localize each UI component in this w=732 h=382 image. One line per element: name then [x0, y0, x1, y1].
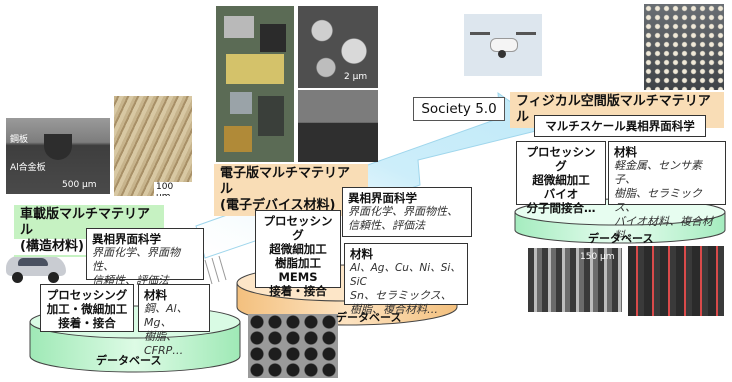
society-label: Society 5.0 — [413, 97, 505, 121]
scale-bar-label: 100 μm — [154, 182, 192, 196]
car-image — [4, 244, 68, 288]
al-alloy-label: Al合金板 — [10, 163, 46, 173]
drone-image — [464, 14, 542, 76]
database-cylinder-physical — [514, 198, 726, 244]
automotive-materials-box: 材料 鋼、Al、Mg、 樹脂、CFRP… — [138, 284, 210, 357]
physical-subtitle: マルチスケール異相界面科学 — [545, 119, 695, 133]
sem-micrograph-bottom — [298, 90, 378, 162]
electronic-materials-box: 材料 Al、Ag、Cu、Ni、Si、SiC Sn、セラミックス、 樹脂、複合材料… — [344, 243, 468, 316]
automotive-database-label: データベース — [96, 354, 162, 367]
materials-heading: 材料 — [144, 288, 167, 302]
electronic-processing-box: プロセッシング 超微細加工 樹脂加工 MEMS 接着・接合 — [255, 210, 341, 298]
materials-line: 樹脂、複合材料… — [350, 303, 438, 316]
processing-line: 分子間接合… — [526, 201, 596, 215]
processing-line: 接着・接合 — [269, 284, 327, 298]
honeycomb-microstructure-photo — [248, 314, 338, 378]
electronic-title-line2: (電子デバイス材料) — [220, 198, 336, 213]
materials-heading: 材料 — [350, 247, 373, 261]
automotive-processing-box: プロセッシング 加工・微細加工 接着・接合 — [40, 284, 134, 332]
scale-bar-label: 150 μm — [580, 252, 615, 262]
processing-line: 加工・微細加工 — [46, 302, 128, 316]
weld-cross-section-photo: 鋼板 Al合金板 500 μm — [6, 118, 110, 194]
steel-plate-label: 鋼板 — [10, 135, 29, 145]
materials-line: Sn、セラミックス、 — [350, 289, 452, 302]
scale-bar-label: 500 μm — [62, 180, 97, 190]
processing-line: 樹脂加工 — [275, 256, 321, 270]
circuit-board-photo — [216, 6, 294, 162]
chip-array-photo — [628, 246, 724, 316]
materials-line: 樹脂、セラミックス、 — [614, 187, 702, 214]
materials-line: バイオ材料、複合材料… — [614, 215, 713, 242]
physical-subtitle-box: マルチスケール異相界面科学 — [534, 115, 706, 137]
materials-heading: 材料 — [614, 145, 637, 159]
processing-line: 超微細加工 — [269, 242, 327, 256]
electronic-interface-science-box: 異相界面科学 界面化学、界面物性、 信頼性、評価法 — [342, 187, 472, 237]
materials-line: Al、Ag、Cu、Ni、Si、SiC — [350, 262, 461, 288]
automotive-interface-science-box: 異相界面科学 界面化学、界面物性、 信頼性、評価法 — [86, 228, 204, 287]
materials-line: 軽金属、センサ素子、 — [614, 159, 702, 186]
porous-cube-photo — [644, 4, 724, 90]
sem-micrograph-top: 2 μm — [298, 6, 378, 88]
scale-bar-label: 2 μm — [344, 72, 368, 82]
processing-line: 超微細加工 — [532, 173, 590, 187]
physical-materials-box: 材料 軽金属、センサ素子、 樹脂、セラミックス、 バイオ材料、複合材料… — [608, 141, 726, 242]
processing-line: プロセッシング — [526, 145, 596, 173]
interface-line: 界面化学、界面物性、 — [92, 246, 180, 273]
electronic-database-label: データベース — [336, 311, 402, 324]
interface-line: 界面化学、界面物性、 — [348, 205, 458, 218]
interface-line: 信頼性、評価法 — [92, 274, 169, 287]
physical-database-label: データベース — [588, 232, 654, 245]
automotive-title-line1: 車載版マルチマテリアル — [20, 207, 151, 238]
interface-heading: 異相界面科学 — [348, 191, 417, 205]
materials-line: 樹脂、CFRP… — [144, 330, 184, 357]
microstructure-photo: 100 μm — [114, 96, 192, 196]
processing-heading: プロセッシング — [46, 288, 128, 302]
physical-processing-box: プロセッシング 超微細加工 バイオ 分子間接合… — [516, 141, 606, 215]
electronic-title-line1: 電子版マルチマテリアル — [220, 166, 351, 197]
society-text: Society 5.0 — [421, 101, 497, 117]
materials-line: 鋼、Al、Mg、 — [144, 302, 188, 329]
processing-line: バイオ — [543, 187, 579, 201]
micro-pillar-sem-photo: 150 μm — [528, 248, 622, 312]
interface-line: 信頼性、評価法 — [348, 219, 425, 232]
processing-line: MEMS — [278, 270, 318, 284]
processing-line: プロセッシング — [263, 214, 333, 242]
interface-heading: 異相界面科学 — [92, 232, 161, 246]
processing-line: 接着・接合 — [58, 316, 116, 330]
